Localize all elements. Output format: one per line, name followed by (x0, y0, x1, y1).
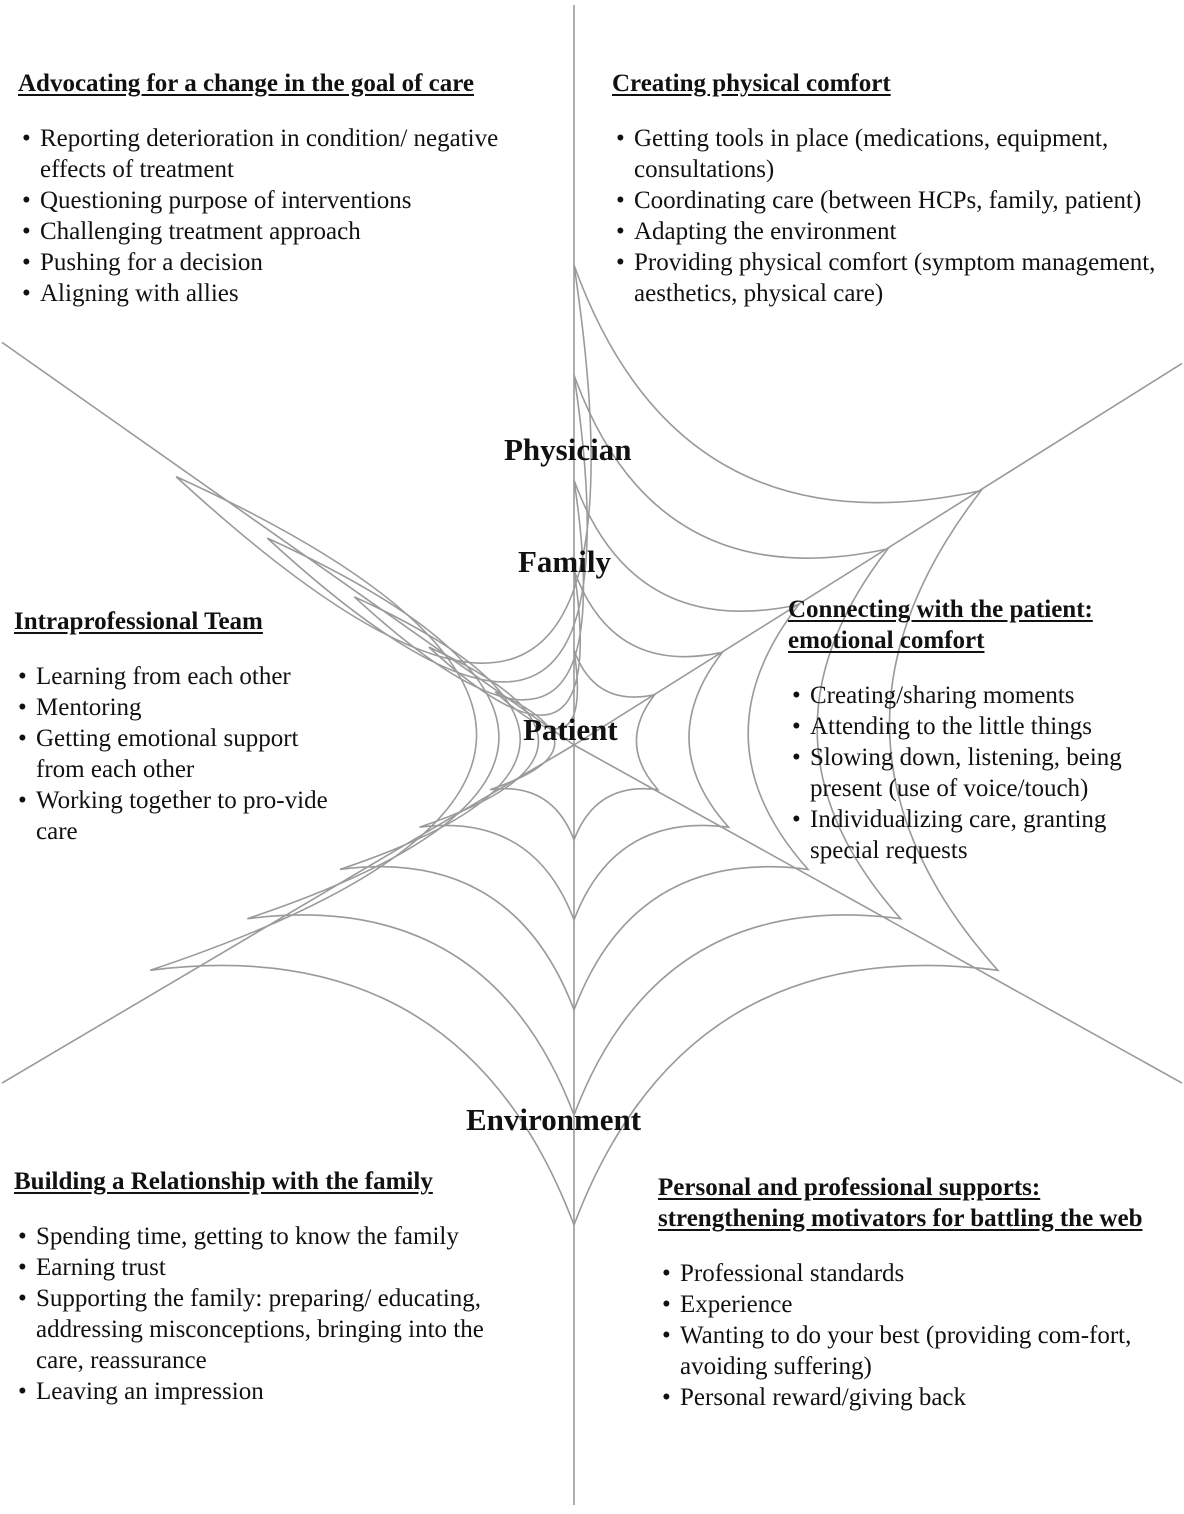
list-item: Getting emotional support from each othe… (14, 723, 344, 785)
section-heading: Personal and professional supports: stre… (658, 1174, 1143, 1232)
section-intraprofessional: Intraprofessional Team Learning from eac… (14, 606, 344, 847)
section-heading: Advocating for a change in the goal of c… (18, 70, 474, 97)
web-ring (149, 264, 1000, 1228)
list-item: Learning from each other (14, 661, 344, 692)
item-list: Reporting deterioration in condition/ ne… (18, 123, 548, 309)
list-item: Professional standards (658, 1258, 1148, 1289)
list-item: Reporting deterioration in condition/ ne… (18, 123, 548, 185)
web-spoke (573, 362, 1183, 746)
list-item: Mentoring (14, 692, 344, 723)
list-item: Individualizing care, granting special r… (788, 804, 1148, 866)
web-ring (339, 479, 811, 1013)
section-heading: Creating physical comfort (612, 70, 891, 97)
list-item: Working together to pro-vide care (14, 785, 344, 847)
list-item: Coordinating care (between HCPs, family,… (612, 185, 1177, 216)
item-list: Professional standardsExperienceWanting … (658, 1258, 1148, 1413)
label-environment: Environment (466, 1102, 642, 1137)
list-item: Experience (658, 1289, 1148, 1320)
list-item: Personal reward/giving back (658, 1382, 1148, 1413)
item-list: Creating/sharing momentsAttending to the… (788, 680, 1148, 866)
section-relationship: Building a Relationship with the family … (14, 1166, 494, 1407)
section-heading: Building a Relationship with the family (14, 1168, 433, 1195)
section-advocating: Advocating for a change in the goal of c… (18, 68, 548, 309)
list-item: Getting tools in place (medications, equ… (612, 123, 1177, 185)
label-family: Family (518, 544, 611, 579)
item-list: Getting tools in place (medications, equ… (612, 123, 1177, 309)
list-item: Providing physical comfort (symptom mana… (612, 247, 1177, 309)
list-item: Leaving an impression (14, 1376, 494, 1407)
section-physical-comfort: Creating physical comfort Getting tools … (612, 68, 1177, 309)
item-list: Spending time, getting to know the famil… (14, 1221, 494, 1407)
web-ring (247, 374, 903, 1118)
list-item: Wanting to do your best (providing com-f… (658, 1320, 1148, 1382)
section-supports: Personal and professional supports: stre… (658, 1172, 1148, 1413)
list-item: Adapting the environment (612, 216, 1177, 247)
web-spoke (1, 341, 575, 746)
item-list: Learning from each otherMentoringGetting… (14, 661, 344, 847)
list-item: Spending time, getting to know the famil… (14, 1221, 494, 1252)
section-heading: Intraprofessional Team (14, 608, 263, 635)
list-item: Attending to the little things (788, 711, 1148, 742)
web-spoke (573, 744, 1183, 1084)
section-heading: Connecting with the patient: emotional c… (788, 596, 1093, 654)
list-item: Challenging treatment approach (18, 216, 548, 247)
list-item: Earning trust (14, 1252, 494, 1283)
label-patient: Patient (523, 712, 618, 747)
label-physician: Physician (504, 432, 632, 467)
web-spoke (1, 744, 575, 1084)
list-item: Aligning with allies (18, 278, 548, 309)
list-item: Supporting the family: preparing/ educat… (14, 1283, 494, 1376)
list-item: Questioning purpose of interventions (18, 185, 548, 216)
section-emotional-comfort: Connecting with the patient: emotional c… (788, 594, 1148, 866)
list-item: Pushing for a decision (18, 247, 548, 278)
web-ring (419, 569, 731, 923)
list-item: Creating/sharing moments (788, 680, 1148, 711)
list-item: Slowing down, listening, being present (… (788, 742, 1148, 804)
